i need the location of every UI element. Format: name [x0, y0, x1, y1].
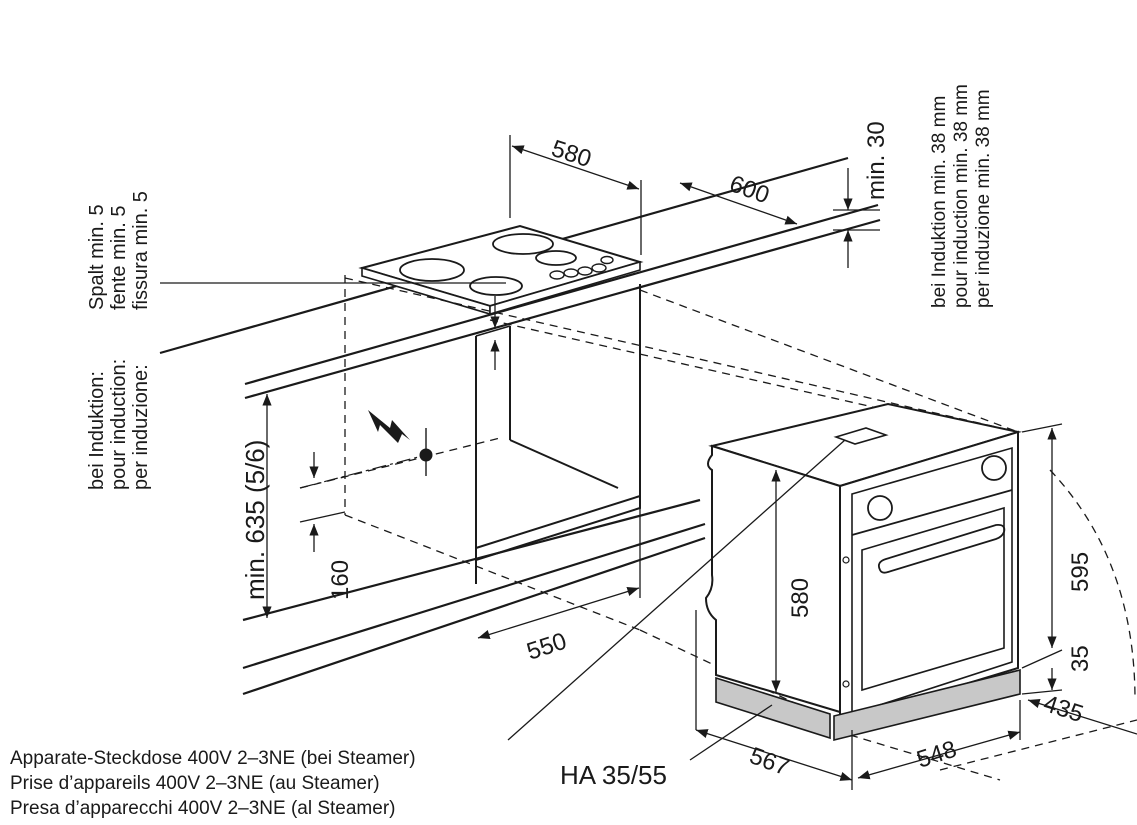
- dim-counter-thickness: min. 30: [863, 121, 890, 200]
- dim-oven-width: 567: [746, 742, 793, 781]
- induction-note-fr: pour induction min. 38 mm: [951, 84, 972, 308]
- lightning-icon: [368, 410, 410, 443]
- gap-note: bei Induktion: Spalt min. 5 pour inducti…: [86, 191, 152, 490]
- dim-plinth-depth: 435: [1040, 690, 1086, 728]
- plinth-label: HA 35/55: [560, 760, 667, 790]
- hob-zone-back: [492, 233, 554, 255]
- oven-door-handle: [877, 523, 1006, 574]
- gap-note-label-it: per induzione:: [130, 364, 152, 490]
- dim-oven-height: 595: [1067, 552, 1094, 592]
- hidden-lines: [299, 275, 1137, 781]
- socket-note-de: Apparate-Steckdose 400V 2–3NE (bei Steam…: [10, 748, 416, 769]
- induction-note-de: bei Induktion min. 38 mm: [929, 96, 950, 308]
- dim-oven-inner-height: 580: [787, 578, 814, 618]
- gap-note-label-de: bei Induktion:: [86, 371, 108, 490]
- dim-niche-height: min. 635 (5/6): [240, 440, 270, 600]
- gap-note-value-it: fissura min. 5: [130, 191, 152, 310]
- dim-socket-height: 160: [327, 560, 354, 600]
- induction-note-it: per induzione min. 38 mm: [973, 89, 994, 308]
- dim-plinth-height: 35: [1067, 645, 1094, 672]
- oven-knob-left: [867, 495, 893, 521]
- induction-hob: [358, 224, 644, 316]
- cabinet-niche: [475, 284, 641, 584]
- base-lines: [242, 498, 706, 696]
- gap-note-label-fr: pour induction:: [108, 359, 130, 490]
- oven: [704, 402, 1022, 724]
- hob-zone-front: [469, 276, 523, 296]
- gap-note-value-fr: fente min. 5: [108, 205, 130, 310]
- gap-note-value-de: Spalt min. 5: [86, 204, 108, 310]
- socket-point: [419, 448, 433, 462]
- dim-hob-width: 580: [548, 135, 594, 173]
- dimension-lines: [160, 135, 1137, 790]
- dim-oven-depth: 548: [914, 736, 960, 774]
- hob-zone-right: [535, 250, 577, 266]
- induction-note: bei Induktion min. 38 mm pour induction …: [929, 84, 994, 308]
- socket-note: Apparate-Steckdose 400V 2–3NE (bei Steam…: [10, 748, 416, 819]
- oven-knob-right: [981, 455, 1007, 481]
- socket-note-it: Presa d’apparecchi 400V 2–3NE (al Steame…: [10, 798, 395, 819]
- dim-counter-depth: 600: [726, 170, 773, 209]
- dim-niche-depth: 550: [524, 628, 570, 666]
- power-socket: [299, 428, 433, 489]
- hob-zone-large: [399, 258, 465, 282]
- socket-note-fr: Prise d’appareils 400V 2–3NE (au Steamer…: [10, 773, 380, 794]
